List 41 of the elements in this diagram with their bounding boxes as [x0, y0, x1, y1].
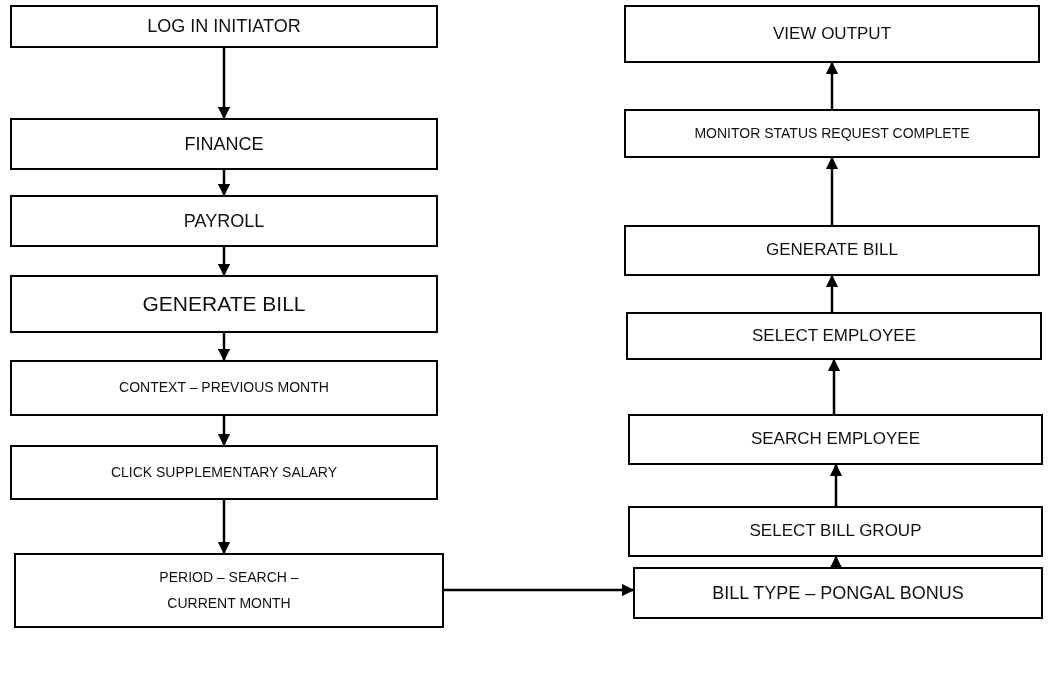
process-box: [633, 567, 1043, 619]
process-box: [10, 445, 438, 500]
process-box: [14, 553, 444, 628]
arrow: [217, 500, 231, 555]
step-label: PAYROLL: [183, 209, 265, 233]
step-label: SEARCH EMPLOYEE: [750, 428, 921, 451]
arrow: [825, 156, 839, 225]
process-box: [10, 118, 438, 170]
arrow: [217, 170, 231, 197]
process-box: [10, 5, 438, 48]
step-label: SELECT BILL GROUP: [749, 520, 922, 543]
step-label: CONTEXT – PREVIOUS MONTH: [119, 378, 329, 398]
process-box: [626, 312, 1042, 360]
arrow: [825, 61, 839, 109]
step-label: SELECT EMPLOYEE: [751, 324, 917, 347]
arrow: [827, 358, 841, 414]
process-box: [624, 109, 1040, 158]
step-label: MONITOR STATUS REQUEST COMPLETE: [694, 123, 970, 143]
arrow: [829, 463, 843, 506]
arrow: [825, 274, 839, 312]
step-label: VIEW OUTPUT: [772, 22, 892, 45]
step-label: GENERATE BILL: [766, 239, 898, 262]
process-box: [628, 506, 1043, 557]
step-label: BILL TYPE – PONGAL BONUS: [712, 581, 964, 605]
step-label: GENERATE BILL: [142, 291, 306, 318]
step-label: CLICK SUPPLEMENTARY SALARY: [110, 462, 338, 482]
process-box: [10, 275, 438, 333]
process-box: [10, 360, 438, 416]
process-box: [624, 5, 1040, 63]
process-box: [628, 414, 1043, 465]
arrow: [444, 583, 635, 597]
arrow: [217, 247, 231, 277]
step-label: LOG IN INITIATOR: [147, 15, 301, 39]
arrow: [217, 333, 231, 362]
step-label: FINANCE: [184, 132, 264, 156]
arrow: [829, 555, 843, 569]
arrow: [217, 416, 231, 447]
step-label: PERIOD – SEARCH – CURRENT MONTH: [158, 568, 300, 613]
process-box: [624, 225, 1040, 276]
arrow: [217, 48, 231, 120]
process-box: [10, 195, 438, 247]
